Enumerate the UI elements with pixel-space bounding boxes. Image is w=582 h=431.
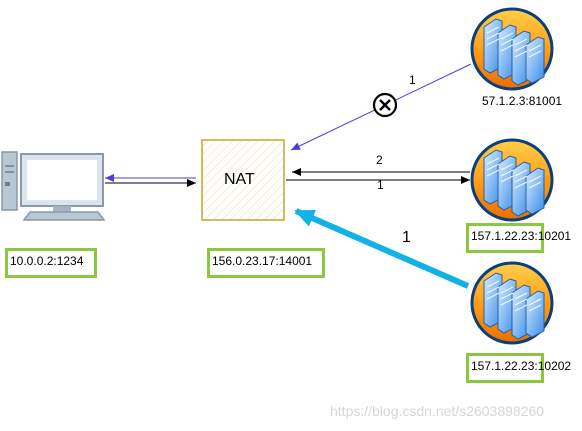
client-address-box [5,248,97,278]
to-nat-arrow-label: 2 [376,153,383,167]
server-2-ip-highlight-box [466,223,544,253]
blocked-x-icon [372,92,398,118]
blocked-arrow-label: 1 [409,73,416,87]
watermark: https://blog.csdn.net/s2603898260 [330,403,545,419]
server-3-ip-highlight-box [466,353,544,383]
nat-address: 156.0.23.17:14001 [212,254,313,268]
server-2-icon [470,138,554,222]
arrow-server3-to-nat [294,208,470,289]
client-computer-icon [1,151,106,221]
server-1-icon [470,7,554,91]
nat-label: NAT [224,171,255,188]
to-server-arrow-label: 1 [377,178,384,192]
server-3-icon [470,261,554,345]
client-address: 10.0.0.2:1234 [10,254,84,268]
server-2-address: 157.1.22.23:10201 [471,229,572,243]
server-1-address: 57.1.2.3:81001 [482,94,563,108]
big-arrow-label: 1 [402,229,411,246]
nat-address-box [207,248,325,278]
server-3-address: 157.1.22.23:10202 [471,359,572,373]
nat-box [201,139,285,221]
